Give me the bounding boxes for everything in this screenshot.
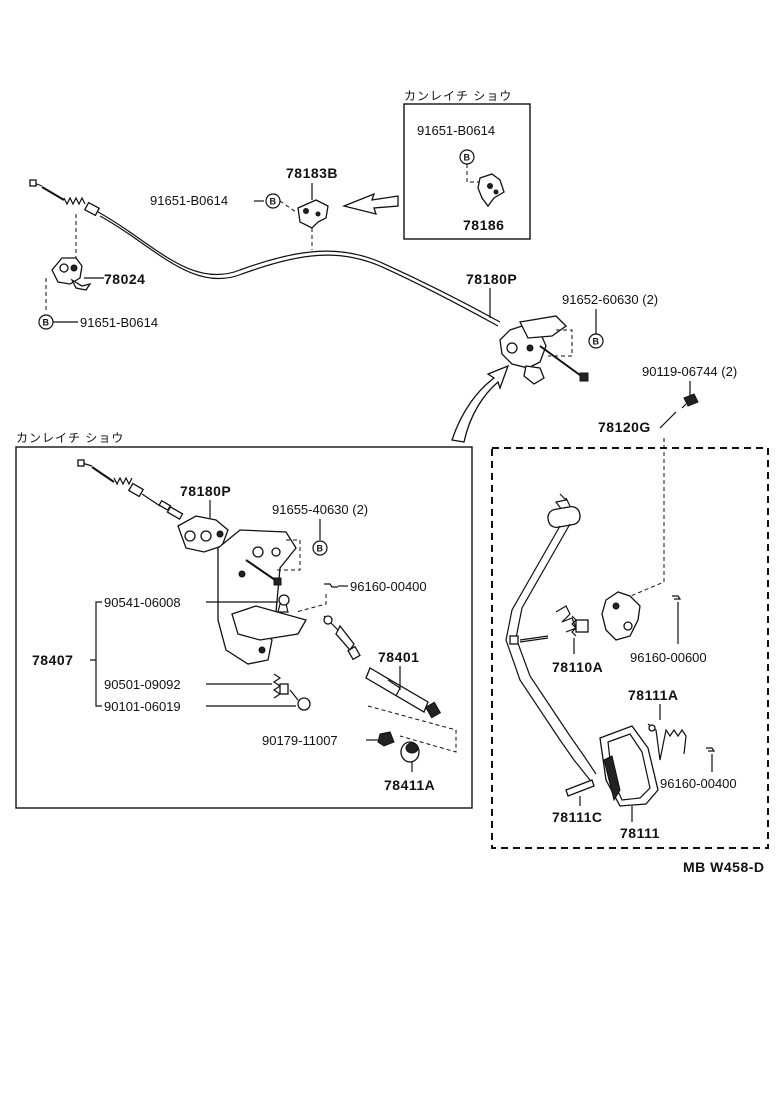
- arrow-inset-to-bracket: [341, 192, 399, 215]
- part-label-78111A: 78111A: [628, 687, 679, 703]
- svg-text:B: B: [593, 337, 600, 347]
- inset-top-title: カンレイチ ショウ: [404, 89, 512, 103]
- clip-96160-right: [706, 747, 716, 752]
- pivot-bracket: [601, 591, 641, 641]
- part-label-90101: 90101-06019: [104, 699, 181, 714]
- part-label-78183B: 78183B: [286, 165, 338, 181]
- spring-78110A: [555, 605, 589, 637]
- part-label-96160-00600: 96160-00600: [630, 650, 707, 665]
- bolt-label-mid: 91651-B0614: [150, 193, 228, 208]
- arrow-left-inset-to-bracket: [451, 364, 510, 443]
- diagram-reference-code: MB W458-D: [683, 859, 765, 875]
- part-label-90541: 90541-06008: [104, 595, 181, 610]
- bolt-label-90119: 90119-06744 (2): [642, 364, 737, 379]
- part-label-96160-left: 96160-00400: [350, 579, 427, 594]
- part-label-78111: 78111: [620, 825, 660, 841]
- svg-text:B: B: [317, 544, 324, 554]
- part-78180P-left-clip: [177, 515, 229, 553]
- part-label-78180P-left: 78180P: [180, 483, 231, 499]
- part-label-78024: 78024: [104, 271, 145, 287]
- part-78407-bracket: [217, 529, 307, 665]
- bolt-mark-left-inset: B: [312, 540, 328, 556]
- pin-78111C: [565, 779, 595, 797]
- svg-text:B: B: [43, 318, 50, 328]
- bolt-label-91655: 91655-40630 (2): [272, 502, 368, 517]
- part-label-78110A: 78110A: [552, 659, 603, 675]
- accelerator-cable-top: [29, 179, 501, 327]
- pedal-pad-78111: [599, 725, 659, 807]
- part-label-90501: 90501-09092: [104, 677, 181, 692]
- bolt-mark-low: B: [38, 314, 54, 330]
- spring-90501: [272, 673, 289, 699]
- inset-top: カンレイチ ショウ 91651-B0614 B 78186: [403, 89, 531, 240]
- part-label-78180P-top: 78180P: [466, 271, 517, 287]
- bolt-mark-mid: B: [265, 193, 281, 209]
- bolt-90119-shape: [681, 393, 699, 409]
- part-label-96160-right: 96160-00400: [660, 776, 737, 791]
- bolt-label-91652: 91652-60630 (2): [562, 292, 658, 307]
- clip-96160-00600: [672, 595, 682, 600]
- svg-text:B: B: [464, 153, 471, 163]
- inset-left-frame: [15, 446, 473, 809]
- part-label-90179: 90179-11007: [262, 733, 338, 748]
- part-label-78401: 78401: [378, 649, 419, 665]
- part-label-78186: 78186: [463, 217, 504, 233]
- bolt-label-low: 91651-B0614: [80, 315, 158, 330]
- inset-left-title: カンレイチ ショウ: [16, 431, 124, 445]
- part-78024-clamp: [51, 214, 92, 291]
- part-78180P-top-bracket: [499, 315, 589, 385]
- svg-text:B: B: [270, 197, 277, 207]
- bolt-mark-top-right: B: [588, 333, 604, 349]
- part-label-78111C: 78111C: [552, 809, 603, 825]
- bolt-90101: [289, 689, 311, 711]
- pedal-arm: [505, 493, 597, 781]
- bushing-78411A: [400, 741, 420, 763]
- part-label-78411A: 78411A: [384, 777, 435, 793]
- inset-left: カンレイチ ショウ 78180P: [15, 431, 473, 809]
- part-label-78120G: 78120G: [598, 419, 651, 435]
- clip-96160-left: [324, 583, 338, 588]
- exploded-guide-78411: [367, 705, 457, 753]
- spring-78111A: [647, 723, 687, 761]
- bolt-90541: [277, 594, 290, 613]
- inset-top-frame: [403, 103, 531, 240]
- group-78120G-frame: [491, 447, 769, 849]
- nut-90179: [377, 731, 395, 747]
- group-bracket-78407: [90, 601, 102, 707]
- group-78120G: 78120G 78110A 96160-00600: [491, 411, 769, 849]
- part-78183B-bracket: [297, 199, 329, 250]
- part-78186-bracket: [477, 173, 505, 208]
- inset-bolt-label: 91651-B0614: [417, 123, 495, 138]
- part-78401-link: [323, 615, 442, 719]
- bolt-mark-inset: B: [459, 149, 475, 165]
- part-label-78407: 78407: [32, 652, 73, 668]
